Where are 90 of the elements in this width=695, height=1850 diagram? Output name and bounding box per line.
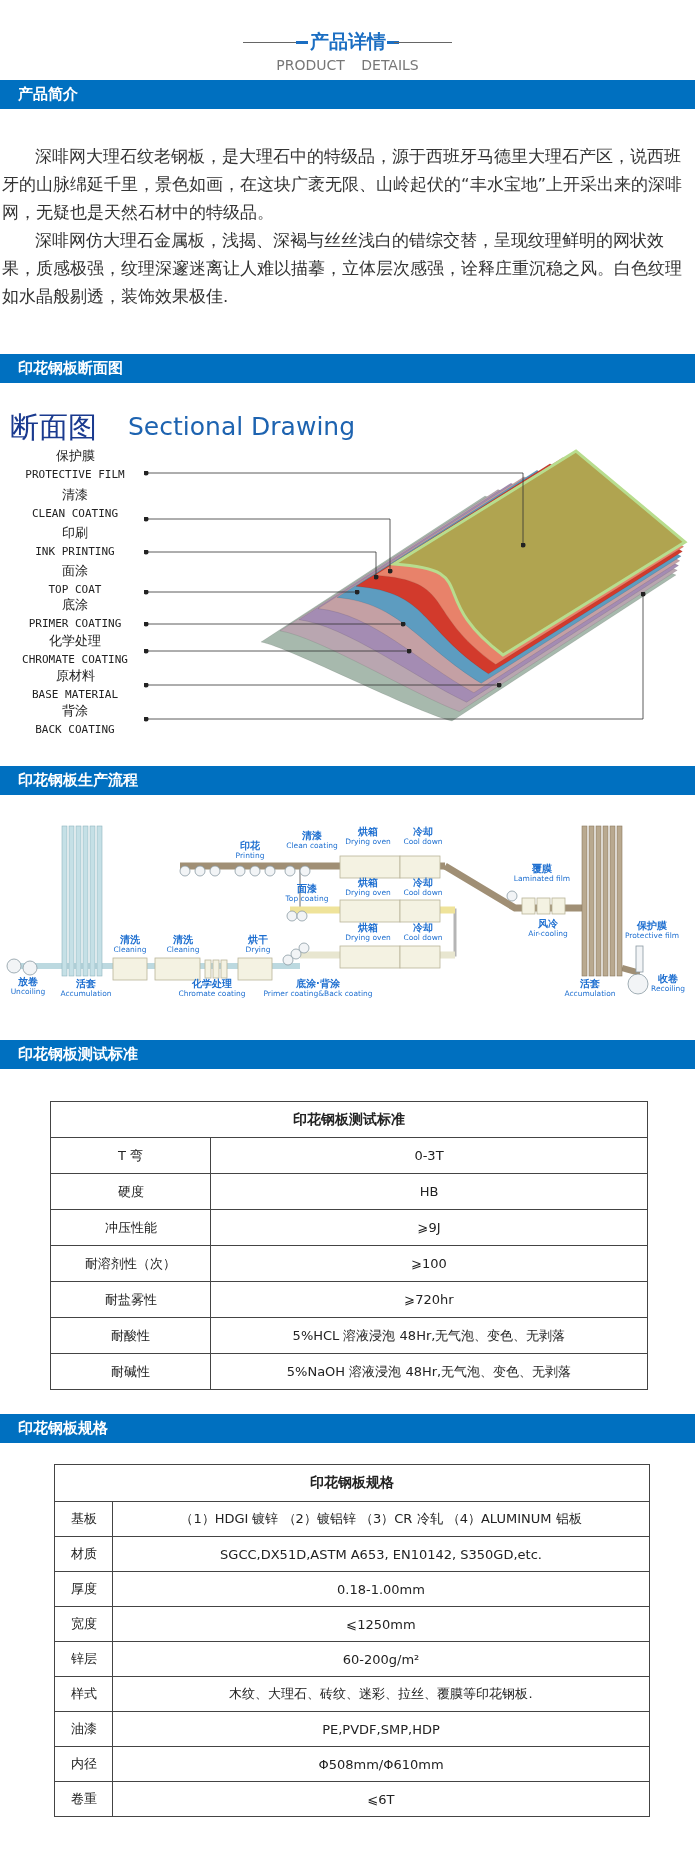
- layer-name-english: BASE MATERIAL: [31, 688, 119, 702]
- section-header: 印花钢板断面图: [0, 354, 695, 383]
- station-label: 烘干: [248, 934, 268, 945]
- station-label: 风冷: [538, 918, 558, 929]
- table-cell: 硬度: [51, 1174, 211, 1210]
- table-cell: PE,PVDF,SMP,HDP: [113, 1712, 650, 1747]
- table-cell: 耐碱性: [51, 1354, 211, 1390]
- table-cell: ⩽6T: [113, 1782, 650, 1817]
- station-label: 烘箱: [358, 877, 378, 888]
- table-cell: T 弯: [51, 1138, 211, 1174]
- table-cell: 油漆: [55, 1712, 113, 1747]
- leader-line: [143, 621, 406, 627]
- table-cell: 卷重: [55, 1782, 113, 1817]
- table-cell: HB: [211, 1174, 648, 1210]
- table-cell: Φ508mm/Φ610mm: [113, 1747, 650, 1782]
- station-label: 覆膜: [532, 863, 552, 874]
- station-label: 冷却: [413, 922, 433, 933]
- table-cell: ⩾720hr: [211, 1282, 648, 1318]
- station-label: 放卷: [18, 976, 38, 987]
- page-subtitle: PRODUCT DETAILS: [276, 57, 419, 73]
- table-cell: 耐盐雾性: [51, 1282, 211, 1318]
- layer-name: 保护膜: [55, 448, 95, 463]
- table-cell: ⩾100: [211, 1246, 648, 1282]
- station-label: 清洗: [120, 934, 140, 945]
- station-label: 冷却: [413, 877, 433, 888]
- leader-line: [143, 589, 360, 595]
- station-label: 活套: [76, 978, 96, 989]
- leader-line: [143, 516, 393, 574]
- layer-name-english: CHROMATE COATING: [22, 653, 128, 667]
- table-cell: 60-200g/m²: [113, 1642, 650, 1677]
- table-cell: 基板: [55, 1502, 113, 1537]
- station-label: 底涂·背涂: [296, 978, 340, 989]
- table-cell: 耐酸性: [51, 1318, 211, 1354]
- station-label: 保护膜: [637, 920, 667, 931]
- leader-line: [143, 682, 502, 688]
- section-header: 产品简介: [0, 80, 695, 109]
- table-title: 印花钢板测试标准: [51, 1102, 648, 1138]
- layer-name-english: INK PRINTING: [35, 545, 115, 559]
- layer-name-english: TOP COAT: [48, 583, 102, 597]
- table-cell: 0.18-1.00mm: [113, 1572, 650, 1607]
- table-cell: 锌层: [55, 1642, 113, 1677]
- station-label: 冷却: [413, 826, 433, 837]
- layer-name: 背涂: [62, 703, 88, 718]
- section-header: 印花钢板测试标准: [0, 1040, 695, 1069]
- paragraph: 深啡网仿大理石金属板，浅揭、深褐与丝丝浅白的错综交替，呈现纹理鲜明的网状效果，质感极强，纹理深邃迷离让人难以描摹，立体层次感强，诠释庄重沉稳之风。白色纹理如水晶般剔透，装饰效果极佳.: [2, 230, 683, 308]
- layer-name-english: PRIMER COATING: [28, 617, 122, 631]
- station-label: 清洗: [173, 934, 193, 945]
- layer-name: 清漆: [62, 487, 88, 502]
- station-label: 化学处理: [192, 978, 232, 989]
- leader-line: [143, 591, 646, 722]
- station-label: 烘箱: [358, 826, 378, 837]
- table-cell: （1）HDGI 镀锌 （2）镀铝锌 （3）CR 冷轧 （4）ALUMINUM 铝板: [113, 1502, 650, 1537]
- section-header: 印花钢板生产流程: [0, 766, 695, 795]
- table-cell: SGCC,DX51D,ASTM A653, EN10142, S350GD,etc.: [113, 1537, 650, 1572]
- table-cell: 内径: [55, 1747, 113, 1782]
- layer-name: 原材料: [55, 668, 95, 683]
- table-title: 印花钢板规格: [55, 1465, 650, 1502]
- table-cell: 样式: [55, 1677, 113, 1712]
- table-cell: 0-3T: [211, 1138, 648, 1174]
- drawing-heading-english: Sectional Drawing: [128, 412, 356, 441]
- layer-name: 化学处理: [49, 633, 101, 648]
- layer-name-english: CLEAN COATING: [31, 507, 119, 521]
- section-header: 印花钢板规格: [0, 1414, 695, 1443]
- station-label: 清漆: [302, 830, 322, 841]
- table-cell: 厚度: [55, 1572, 113, 1607]
- leader-line: [143, 470, 526, 548]
- layer-name: 面涂: [62, 563, 88, 578]
- layer-name-english: BACK COATING: [35, 723, 115, 737]
- table-cell: 5%HCL 溶液浸泡 48Hr,无气泡、变色、无剥落: [211, 1318, 648, 1354]
- station-label: 收卷: [658, 973, 678, 984]
- layer-name-english: PROTECTIVE FILM: [25, 468, 125, 482]
- station-label: 活套: [580, 978, 600, 989]
- station-label: 面漆: [297, 883, 317, 894]
- table-cell: 宽度: [55, 1607, 113, 1642]
- table-cell: ⩾9J: [211, 1210, 648, 1246]
- table-cell: 木纹、大理石、砖纹、迷彩、拉丝、覆膜等印花钢板.: [113, 1677, 650, 1712]
- layer-name: 印刷: [62, 525, 88, 540]
- table-cell: 材质: [55, 1537, 113, 1572]
- table-cell: 耐溶剂性（次）: [51, 1246, 211, 1282]
- paragraph: 深啡网大理石纹老钢板，是大理石中的特级品，源于西班牙马德里大理石产区，说西班牙的山脉绵延千里，景色如画，在这块广袤无限、山岭起伏的“丰水宝地”上开采出来的深啡网，无疑也是天然石材中的特级品。: [2, 146, 684, 224]
- drawing-heading: 断面图: [10, 409, 97, 446]
- station-label: 印花: [240, 840, 260, 851]
- page-title: 产品详情: [309, 29, 386, 54]
- table-cell: 冲压性能: [51, 1210, 211, 1246]
- table-cell: ⩽1250mm: [113, 1607, 650, 1642]
- leader-line: [143, 549, 379, 580]
- layer-name: 底涂: [62, 597, 88, 612]
- table-cell: 5%NaOH 溶液浸泡 48Hr,无气泡、变色、无剥落: [211, 1354, 648, 1390]
- leader-line: [143, 648, 412, 654]
- station-label: 烘箱: [358, 922, 378, 933]
